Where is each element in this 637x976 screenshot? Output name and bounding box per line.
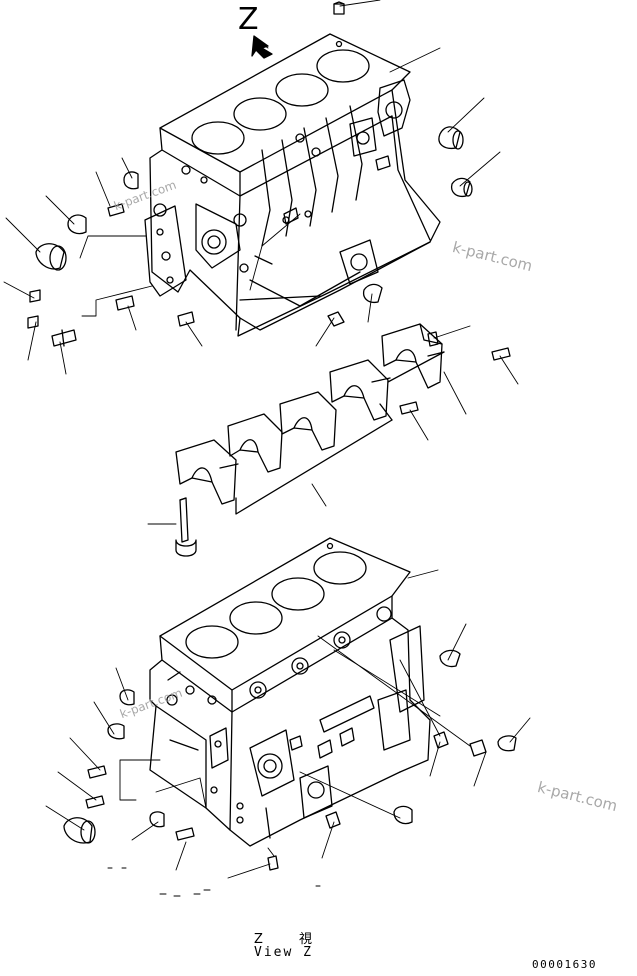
view-direction-arrow <box>251 35 273 59</box>
lower-fragments <box>107 867 321 897</box>
upper-small-parts <box>27 1 473 347</box>
upper-cylinder-block <box>144 33 441 337</box>
leader-lines-caps <box>147 325 519 525</box>
lower-cylinder-block <box>149 537 431 847</box>
drawing-code: 00001630 <box>532 958 597 971</box>
view-z-marker: Z <box>238 2 259 37</box>
leader-lines-lower <box>45 569 531 879</box>
lower-small-parts <box>63 649 517 871</box>
caption-japanese: Z 視 <box>254 932 329 947</box>
caption-english: View Z <box>254 945 313 960</box>
main-bearing-caps <box>175 323 511 557</box>
